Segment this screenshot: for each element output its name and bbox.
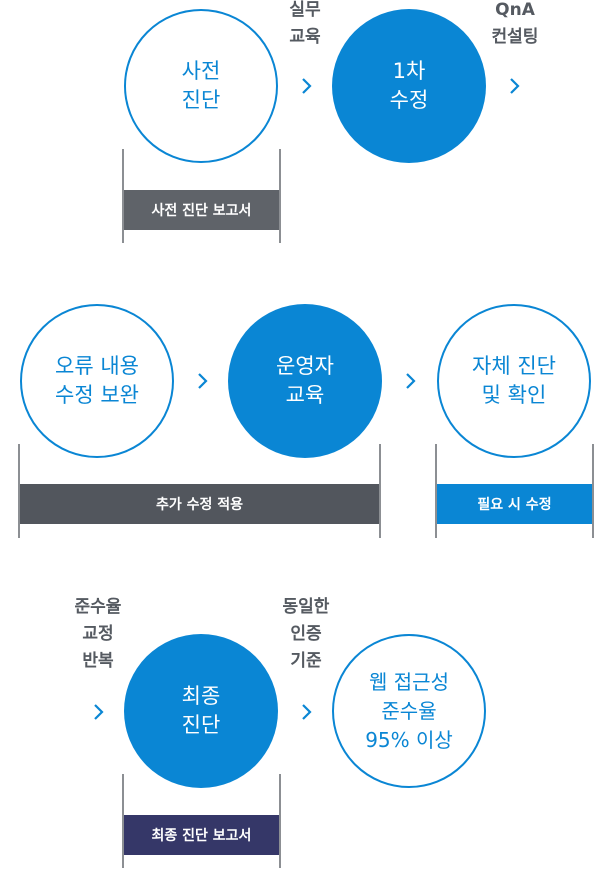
step-error-correction: 오류 내용 수정 보완 — [20, 304, 174, 458]
step-label: 자체 진단 — [472, 354, 556, 378]
bracket-line — [122, 149, 124, 243]
step-label: 및 확인 — [481, 383, 547, 407]
step-label: 준수율 — [381, 698, 437, 723]
note-qna-consulting: QnA 컨설팅 — [491, 0, 539, 47]
note-compliance-repeat: 준수율 교정 반복 — [74, 597, 122, 671]
note-practical-training: 실무 교육 — [289, 0, 321, 47]
step-accessibility-goal: 웹 접근성 준수율 95% 이상 — [332, 634, 486, 788]
step-first-revision: 1차 수정 — [332, 9, 486, 163]
bracket-line — [18, 444, 20, 538]
step-label: 진단 — [181, 713, 221, 737]
bracket-line — [592, 444, 594, 538]
step-pre-diagnosis: 사전 진단 — [124, 9, 278, 163]
chevron-right-icon — [507, 75, 523, 97]
pre-diagnosis-report-bar: 사전 진단 보고서 — [124, 190, 279, 230]
step-label: 웹 접근성 — [369, 669, 449, 694]
chevron-right-icon — [403, 370, 419, 392]
note-same-certification: 동일한 인증 기준 — [282, 597, 330, 671]
bracket-line — [279, 774, 281, 868]
chevron-right-icon — [299, 75, 315, 97]
step-label: 사전 — [181, 59, 221, 83]
bracket-line — [122, 774, 124, 868]
step-label: 최종 — [181, 684, 221, 708]
step-label: 운영자 — [276, 354, 334, 378]
step-label: 진단 — [181, 88, 221, 112]
step-label: 오류 내용 — [55, 354, 139, 378]
bracket-line — [379, 444, 381, 538]
step-label: 교육 — [285, 383, 325, 407]
chevron-right-icon — [195, 370, 211, 392]
revision-if-needed-bar: 필요 시 수정 — [437, 484, 592, 524]
step-label: 수정 — [389, 88, 429, 112]
step-self-diagnosis: 자체 진단 및 확인 — [437, 304, 591, 458]
additional-revision-bar: 추가 수정 적용 — [20, 484, 379, 524]
step-label: 1차 — [392, 59, 426, 83]
bracket-line — [435, 444, 437, 538]
step-label: 95% 이상 — [365, 727, 453, 752]
chevron-right-icon — [91, 701, 107, 723]
step-label: 수정 보완 — [55, 383, 139, 407]
final-diagnosis-report-bar: 최종 진단 보고서 — [124, 815, 279, 855]
bracket-line — [279, 149, 281, 243]
step-operator-training: 운영자 교육 — [228, 304, 382, 458]
chevron-right-icon — [299, 701, 315, 723]
step-final-diagnosis: 최종 진단 — [124, 634, 278, 788]
